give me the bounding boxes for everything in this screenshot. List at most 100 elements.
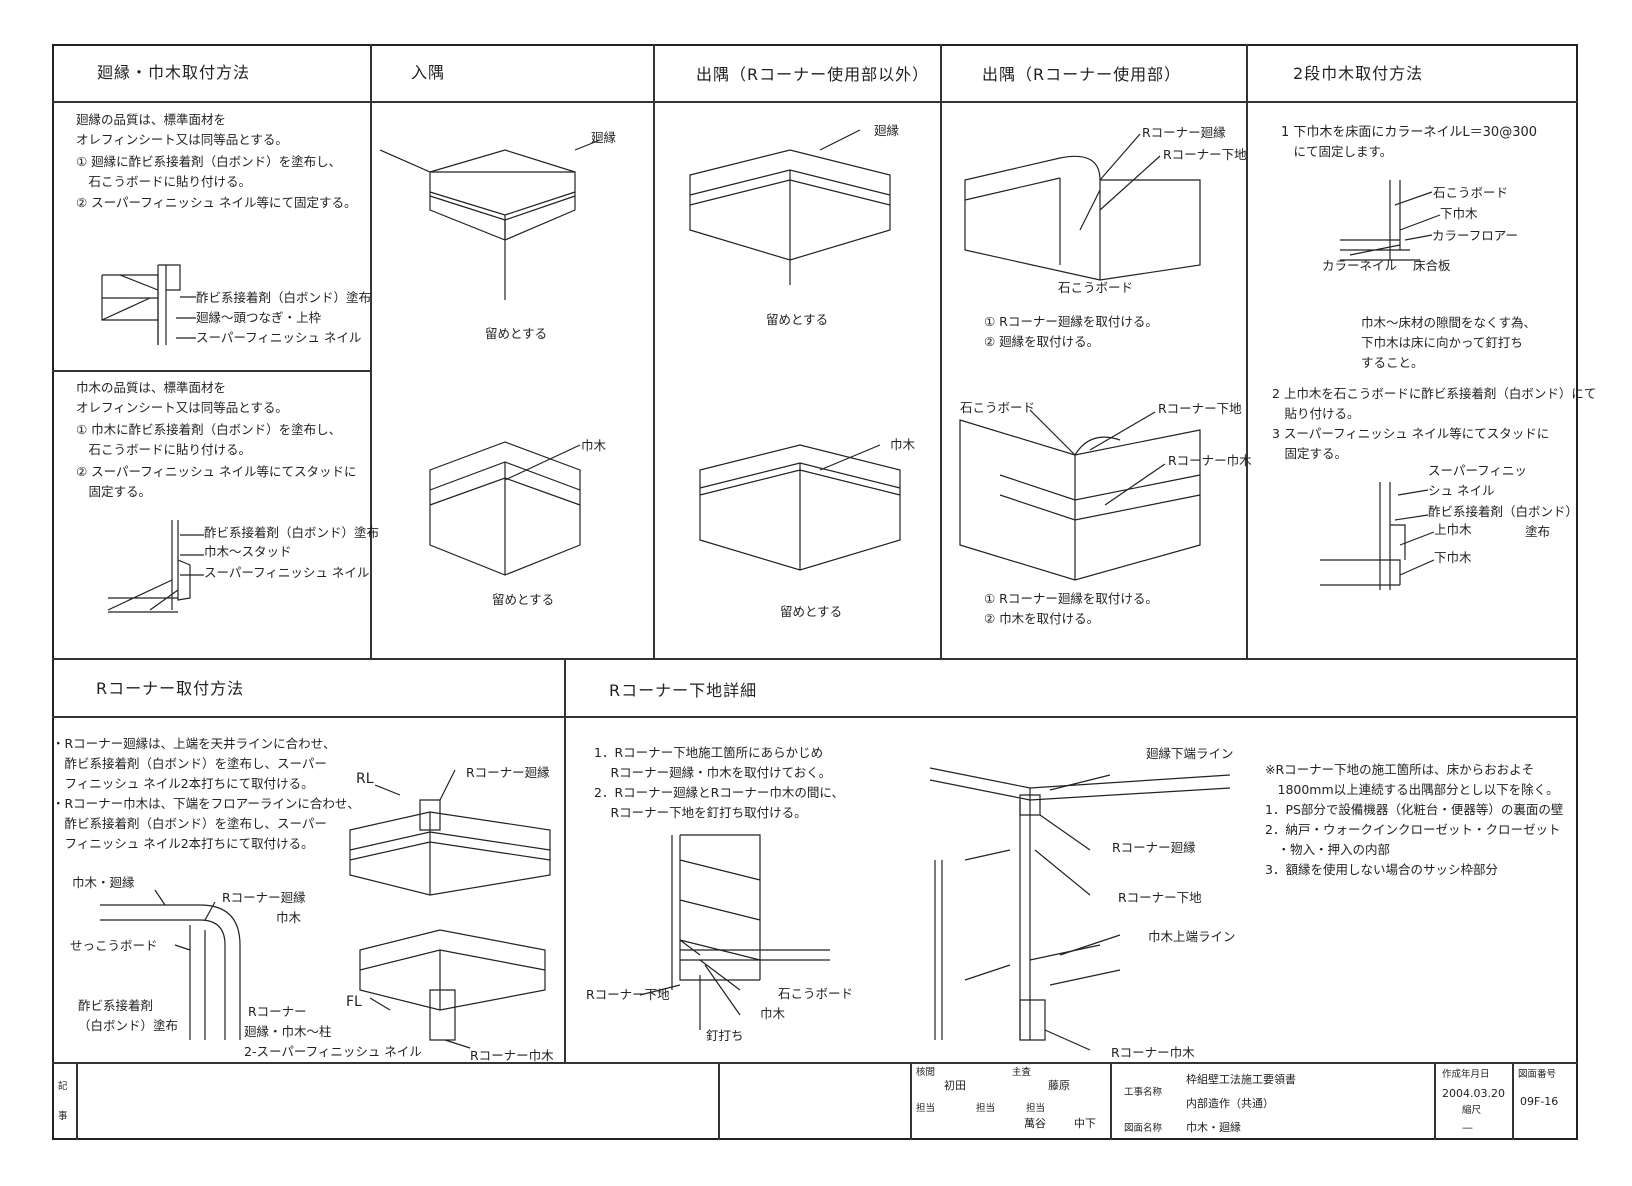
header-divider-top bbox=[52, 101, 1578, 103]
r-corner-label-fl: FL bbox=[346, 994, 362, 1010]
tb-divider-4 bbox=[1110, 1062, 1112, 1140]
two-stage-note3: すること。 bbox=[1361, 355, 1424, 370]
section-divider-middle bbox=[52, 370, 372, 372]
desumi-r-bottom-drawing bbox=[959, 409, 1201, 581]
two-stage-line1b: にて固定します。 bbox=[1281, 144, 1393, 159]
two-stage-line2a: 2 上巾木を石こうボードに酢ビ系接着剤（白ボンド）にて bbox=[1272, 386, 1597, 401]
r-corner-text-3: フィニッシュ ネイル2本打ちにて取付ける。 bbox=[52, 776, 314, 791]
two-stage-note1: 巾木～床材の隙間をなくす為、 bbox=[1361, 315, 1537, 330]
r-corner-plan-drawing bbox=[100, 889, 241, 1040]
two-stage-label-board: 石こうボード bbox=[1433, 185, 1509, 200]
two-stage-note2: 下巾木は床に向かって釘打ち bbox=[1361, 335, 1523, 350]
two-stage-label-super2: シュ ネイル bbox=[1428, 483, 1495, 498]
r-base-label-habaki-line: 巾木上端ライン bbox=[1148, 929, 1236, 944]
header-r-corner: Rコーナー取付方法 bbox=[96, 679, 245, 698]
r-corner-label-mawari2: Rコーナー廻縁 bbox=[222, 890, 306, 905]
r-base-note-1: ※Rコーナー下地の施工箇所は、床からおおよそ bbox=[1265, 762, 1535, 777]
desumi-r-step3: ① Rコーナー廻縁を取付ける。 bbox=[984, 591, 1158, 606]
habaki-label-bond: 酢ビ系接着剤（白ボンド）塗布 bbox=[204, 525, 380, 540]
mawari-text-4: 石こうボードに貼り付ける。 bbox=[76, 174, 252, 189]
r-base-label-mawari-line: 廻縁下端ライン bbox=[1146, 746, 1234, 761]
r-base-note-3: 1．PS部分で設備機器（化粧台・便器等）の裏面の壁 bbox=[1265, 802, 1564, 817]
r-base-text-1: 1．Rコーナー下地施工箇所にあらかじめ bbox=[594, 745, 824, 760]
habaki-text-4: 石こうボードに貼り付ける。 bbox=[76, 442, 252, 457]
desumi-r-step4: ② 巾木を取付ける。 bbox=[984, 611, 1100, 626]
r-corner-label-bond2: （白ボンド）塗布 bbox=[78, 1018, 179, 1033]
col-divider-2 bbox=[653, 44, 655, 658]
r-base-label-shitaji: Rコーナー下地 bbox=[586, 987, 670, 1002]
section-divider-lower bbox=[52, 658, 1578, 660]
tb-tanto2: 担当 bbox=[976, 1103, 996, 1114]
col-divider-lower bbox=[564, 658, 566, 1062]
r-corner-label-rc: Rコーナー bbox=[248, 1004, 307, 1019]
drawing-frame bbox=[52, 44, 1578, 1140]
tb-ji: 事 bbox=[58, 1111, 68, 1122]
r-base-elevation-drawing bbox=[639, 834, 830, 1030]
desumi-label-habaki: 巾木 bbox=[890, 437, 916, 452]
habaki-label-nail: スーパーフィニッシュ ネイル bbox=[204, 565, 370, 580]
two-stage-label-tofu: 塗布 bbox=[1525, 524, 1551, 539]
mawari-text-5: ② スーパーフィニッシュ ネイル等にて固定する。 bbox=[76, 195, 357, 210]
tb-shusa: 主査 bbox=[1012, 1067, 1032, 1078]
habaki-text-5: ② スーパーフィニッシュ ネイル等にてスタッドに bbox=[76, 464, 357, 479]
r-base-text-2: Rコーナー廻縁・巾木を取付けておく。 bbox=[594, 765, 832, 780]
tb-tanto4-name: 中下 bbox=[1074, 1117, 1096, 1130]
desumi-r-step1: ① Rコーナー廻縁を取付ける。 bbox=[984, 314, 1158, 329]
irisumi-label-habaki: 巾木 bbox=[581, 438, 607, 453]
desumi-r-label-habaki: Rコーナー巾木 bbox=[1168, 453, 1252, 468]
tb-ki: 記 bbox=[58, 1081, 68, 1092]
mawari-label-nail: スーパーフィニッシュ ネイル bbox=[196, 330, 362, 345]
mawari-text-2: オレフィンシート又は同等品とする。 bbox=[76, 132, 288, 147]
desumi-r-label-board: 石こうボード bbox=[1058, 280, 1134, 295]
r-corner-text-1: ・Rコーナー廻縁は、上端を天井ラインに合わせ、 bbox=[52, 736, 336, 751]
tb-koji-label: 工事名称 bbox=[1124, 1087, 1163, 1098]
header-divider-lower bbox=[52, 716, 1578, 718]
r-base-label-habaki: 巾木 bbox=[760, 1006, 786, 1021]
two-stage-label-bond: 酢ビ系接着剤（白ボンド） bbox=[1428, 504, 1579, 519]
r-base-label-kugi: 釘打ち bbox=[706, 1028, 744, 1043]
two-stage-label-yuka: 床合板 bbox=[1413, 258, 1451, 273]
tb-koji-name2: 内部造作（共通） bbox=[1186, 1097, 1274, 1110]
habaki-text-1: 巾木の品質は、標準面材を bbox=[76, 380, 227, 395]
col-divider-3 bbox=[940, 44, 942, 658]
tb-shusa-name: 藤原 bbox=[1048, 1079, 1070, 1092]
tb-date: 2004.03.20 bbox=[1442, 1087, 1505, 1100]
two-stage-label-super1: スーパーフィニッ bbox=[1428, 463, 1527, 478]
desumi-top-drawing bbox=[689, 129, 891, 285]
habaki-text-3: ① 巾木に酢ビ系接着剤（白ボンド）を塗布し、 bbox=[76, 422, 342, 437]
desumi-r-label-shitaji: Rコーナー下地 bbox=[1163, 147, 1247, 162]
r-corner-text-4: ・Rコーナー巾木は、下端をフロアーラインに合わせ、 bbox=[52, 796, 360, 811]
habaki-label-stud: 巾木～スタッド bbox=[204, 544, 292, 559]
r-corner-iso-drawing bbox=[349, 769, 551, 1049]
r-corner-label-rl: RL bbox=[356, 771, 374, 787]
two-stage-label-shitahaba: 下巾木 bbox=[1440, 206, 1478, 221]
two-stage-label-floor: カラーフロアー bbox=[1432, 228, 1519, 243]
desumi-r-label-mawari: Rコーナー廻縁 bbox=[1142, 125, 1226, 140]
r-corner-label-habaki-mawari: 巾木・廻縁 bbox=[72, 875, 135, 890]
tb-zumen-name: 巾木・廻縁 bbox=[1186, 1121, 1241, 1134]
r-base-text-4: Rコーナー下地を釘打ち取付ける。 bbox=[594, 805, 807, 820]
mawari-label-joint: 廻縁～頭つなぎ・上枠 bbox=[196, 310, 322, 325]
tb-divider-5 bbox=[1434, 1062, 1436, 1140]
r-corner-label-sekko: せっこうボード bbox=[70, 938, 158, 953]
two-stage-line1a: 1 下巾木を床面にカラーネイルL＝30@300 bbox=[1281, 125, 1538, 140]
header-desumi-r: 出隅（Rコーナー使用部） bbox=[982, 65, 1182, 84]
tb-no: 09F-16 bbox=[1520, 1095, 1559, 1108]
desumi-label-tome1: 留めとする bbox=[766, 312, 829, 327]
two-stage-line3b: 固定する。 bbox=[1272, 446, 1348, 461]
tb-divider-3 bbox=[910, 1062, 912, 1140]
two-stage-line3a: 3 スーパーフィニッシュ ネイル等にてスタッドに bbox=[1272, 426, 1550, 441]
desumi-bottom-drawing bbox=[699, 444, 901, 571]
two-stage-bottom-drawing bbox=[1320, 482, 1435, 590]
r-base-label-rc-habaki: Rコーナー巾木 bbox=[1111, 1045, 1195, 1060]
tb-no-label: 図面番号 bbox=[1518, 1069, 1557, 1080]
r-base-iso-drawing bbox=[929, 767, 1231, 1051]
r-corner-label-habaki: 巾木 bbox=[276, 910, 302, 925]
irisumi-bottom-drawing bbox=[429, 441, 581, 576]
desumi-r-top-drawing bbox=[964, 133, 1201, 281]
r-corner-text-5: 酢ビ系接着剤（白ボンド）を塗布し、スーパー bbox=[52, 816, 327, 831]
habaki-text-6: 固定する。 bbox=[76, 484, 152, 499]
r-base-note-4: 2．納戸・ウォークインクローゼット・クローゼット bbox=[1265, 822, 1561, 837]
tb-tanto3: 担当 bbox=[1026, 1103, 1046, 1114]
